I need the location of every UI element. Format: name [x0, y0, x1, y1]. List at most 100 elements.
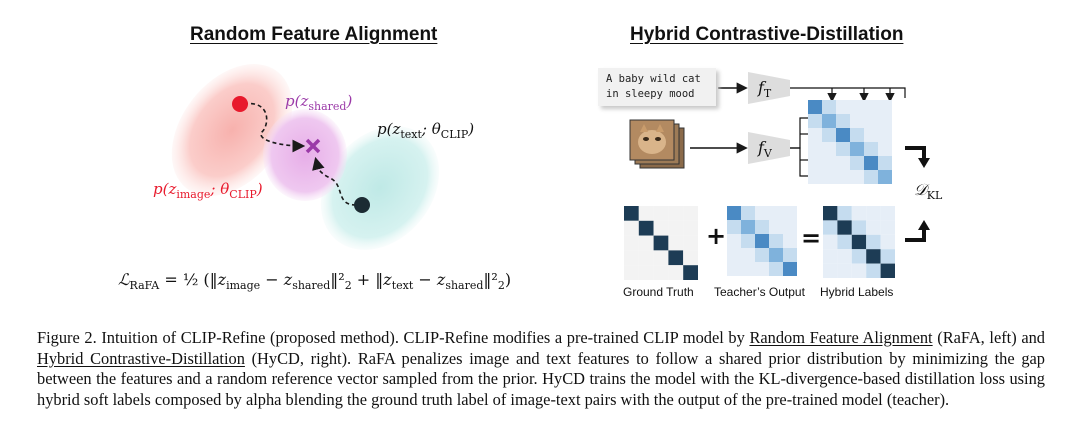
- matrix-cell: [808, 100, 822, 114]
- matrix-cell: [638, 235, 654, 251]
- matrix-cell: [624, 206, 639, 221]
- matrix-cell: [850, 100, 864, 114]
- matrix-cell: [683, 235, 698, 251]
- image-distribution-label: p(zimage; θCLIP): [153, 180, 263, 201]
- matrix-cell: [755, 248, 769, 262]
- matrix-cell: [727, 262, 741, 276]
- matrix-cell: [878, 100, 892, 114]
- hybrid-labels-matrix: [823, 206, 895, 278]
- matrix-cell: [755, 206, 769, 220]
- ground-truth-matrix: [624, 206, 698, 280]
- matrix-cell: [741, 234, 755, 248]
- text-input-line1: A baby wild cat: [606, 73, 701, 85]
- matrix-cell: [683, 220, 698, 236]
- matrix-cell: [822, 170, 836, 184]
- matrix-cell: [823, 206, 838, 221]
- matrix-cell: [864, 114, 878, 128]
- cat-image-stack: [629, 119, 685, 169]
- hybrid-labels-label: Hybrid Labels: [820, 285, 894, 299]
- equals-symbol: =: [801, 224, 821, 252]
- matrix-cell: [822, 142, 836, 156]
- matrix-cell: [822, 156, 836, 170]
- matrix-cell: [837, 249, 852, 264]
- matrix-cell: [638, 220, 654, 236]
- matrix-cell: [822, 128, 836, 142]
- matrix-cell: [668, 220, 684, 236]
- text-encoder-block: [748, 72, 790, 104]
- matrix-cell: [866, 249, 881, 264]
- matrix-cell: [864, 170, 878, 184]
- matrix-cell: [836, 114, 850, 128]
- matrix-cell: [823, 263, 838, 278]
- matrix-cell: [755, 262, 769, 276]
- matrix-cell: [880, 249, 895, 264]
- shared-sample-cross: [305, 138, 321, 154]
- matrix-cell: [783, 206, 797, 220]
- matrix-cell: [836, 156, 850, 170]
- matrix-cell: [808, 114, 822, 128]
- matrix-cell: [783, 220, 797, 234]
- matrix-cell: [683, 265, 698, 280]
- ground-truth-label: Ground Truth: [623, 285, 694, 299]
- matrix-cell: [823, 234, 838, 250]
- matrix-cell: [808, 142, 822, 156]
- image-to-shared-arrow: [243, 102, 306, 153]
- text-features-arrow: [790, 87, 906, 98]
- matrix-cell: [822, 100, 836, 114]
- rafa-title: Random Feature Alignment: [190, 24, 438, 45]
- kl-divergence-label: 𝒟KL: [914, 180, 943, 203]
- text-distribution: [320, 126, 440, 250]
- matrix-cell: [727, 248, 741, 262]
- matrix-cell: [741, 248, 755, 262]
- matrix-cell: [866, 220, 881, 235]
- plus-symbol: +: [706, 222, 726, 250]
- matrix-cell: [836, 128, 850, 142]
- image-encoder-label: fV: [758, 138, 772, 161]
- matrix-cell: [836, 100, 850, 114]
- text-feature-dot: [354, 197, 370, 213]
- matrix-cell: [880, 234, 895, 250]
- text-input-box: A baby wild cat in sleepy mood: [598, 68, 716, 106]
- matrix-cell: [638, 206, 654, 221]
- matrix-cell: [769, 206, 783, 220]
- matrix-cell: [783, 234, 797, 248]
- matrix-cell: [836, 170, 850, 184]
- matrix-cell: [850, 142, 864, 156]
- matrix-cell: [755, 220, 769, 234]
- matrix-cell: [850, 114, 864, 128]
- teacher-output-matrix: [727, 206, 797, 276]
- rafa-loss-formula: ℒRaFA = ½ (‖zimage − zshared‖²2 + ‖ztext…: [118, 270, 512, 293]
- matrix-cell: [653, 235, 669, 251]
- matrix-cell: [850, 156, 864, 170]
- caption-link-hycd: Hybrid Contrastive-Distillation: [37, 348, 245, 368]
- matrix-cell: [878, 170, 892, 184]
- matrix-cell: [653, 250, 669, 266]
- shared-distribution-label: p(zshared): [285, 92, 353, 113]
- text-to-shared-arrow: [312, 156, 357, 206]
- matrix-cell: [668, 265, 684, 280]
- matrix-cell: [769, 234, 783, 248]
- matrix-cell: [668, 235, 684, 251]
- matrix-cell: [783, 262, 797, 276]
- matrix-cell: [866, 263, 881, 278]
- matrix-cell: [823, 220, 838, 235]
- matrix-cell: [823, 249, 838, 264]
- loss-arrow-top: [905, 146, 926, 160]
- image-encoder-block: [748, 132, 790, 164]
- image-features-arrow: [790, 117, 808, 149]
- caption-link-rafa: Random Feature Alignment: [749, 328, 933, 347]
- matrix-cell: [638, 265, 654, 280]
- matrix-cell: [851, 263, 867, 278]
- shared-distribution: [263, 109, 347, 201]
- matrix-cell: [880, 220, 895, 235]
- matrix-cell: [851, 249, 867, 264]
- matrix-cell: [727, 234, 741, 248]
- matrix-cell: [866, 234, 881, 250]
- matrix-cell: [624, 250, 639, 266]
- matrix-cell: [741, 262, 755, 276]
- loss-arrow-bottom: [905, 228, 926, 242]
- matrix-cell: [851, 234, 867, 250]
- text-input-line2: in sleepy mood: [606, 88, 695, 100]
- matrix-cell: [864, 142, 878, 156]
